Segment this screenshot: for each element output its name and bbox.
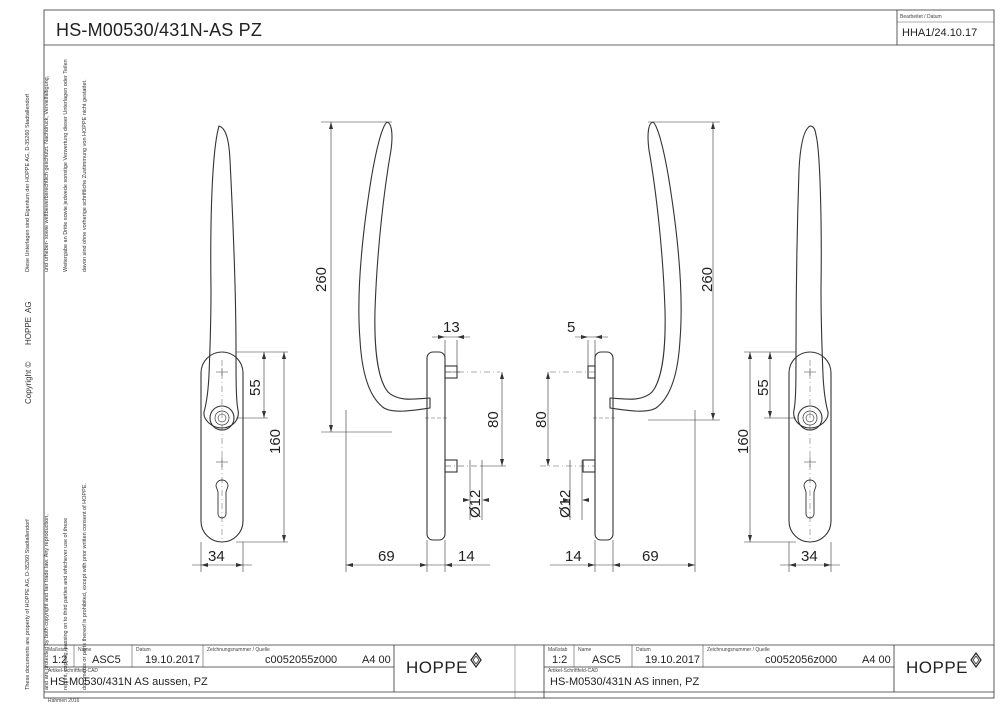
description: HS-M0530/431N AS aussen, PZ [50, 676, 208, 688]
revision-value: HHA1/24.10.17 [902, 27, 978, 39]
side-note-copyright: Copyright © [24, 361, 33, 404]
format-value: A4 00 [362, 654, 391, 666]
dim-55-right: 55 [755, 379, 772, 396]
drawing-frame [43, 9, 995, 699]
dim-34-right: 34 [801, 548, 818, 565]
description: HS-M0530/431N AS innen, PZ [550, 676, 700, 688]
dim-height-left: 260 [313, 267, 330, 292]
left-front-view [200, 125, 244, 543]
dim-160-left: 160 [267, 429, 284, 454]
dim-55-left: 55 [247, 379, 264, 396]
dim-80-right: 80 [533, 411, 550, 428]
dim-160-right: 160 [735, 429, 752, 454]
revision-label: Bearbeitet / Datum [900, 14, 942, 20]
dim-80-left: 80 [485, 411, 502, 428]
name-value: ASC5 [592, 654, 621, 666]
drawing-number: c0052056z000 [765, 654, 838, 666]
dim-14-left: 14 [458, 548, 475, 565]
name-value: ASC5 [92, 654, 121, 666]
dim-14-right: 14 [565, 548, 582, 565]
dimension-lines [192, 121, 840, 572]
dim-69-right: 69 [642, 548, 659, 565]
dim-diameter-left: Ø12 [467, 490, 484, 518]
right-side-view [540, 121, 682, 541]
dim-diameter-right: Ø12 [557, 490, 574, 518]
page-title: HS-M00530/431N-AS PZ [56, 20, 263, 40]
dim-13: 13 [443, 319, 460, 336]
dim-34-left: 34 [208, 548, 225, 565]
scale-value: 1:2 [52, 654, 68, 666]
right-front-view [788, 125, 832, 543]
dim-69-left: 69 [378, 548, 395, 565]
left-side-view [358, 121, 500, 541]
scale-value: 1:2 [552, 654, 568, 666]
hoppe-logo-icon-right [970, 651, 982, 669]
side-note-top: Diese Unterlagen sind Eigentum der HOPPE… [24, 59, 89, 272]
dimension-arrows [201, 122, 831, 567]
hoppe-logo: HOPPE [406, 658, 469, 677]
frame-note: Rahmen 2016 [48, 698, 80, 704]
side-note-company: HOPPE AG [24, 301, 33, 345]
dim-5: 5 [567, 319, 575, 336]
format-value: A4 00 [862, 654, 891, 666]
dim-height-right: 260 [699, 267, 716, 292]
drawing-number: c0052055z000 [265, 654, 338, 666]
date-value: 19.10.2017 [645, 654, 701, 666]
date-value: 19.10.2017 [145, 654, 201, 666]
hoppe-logo: HOPPE [906, 658, 969, 677]
hoppe-logo-icon-left [470, 651, 482, 669]
